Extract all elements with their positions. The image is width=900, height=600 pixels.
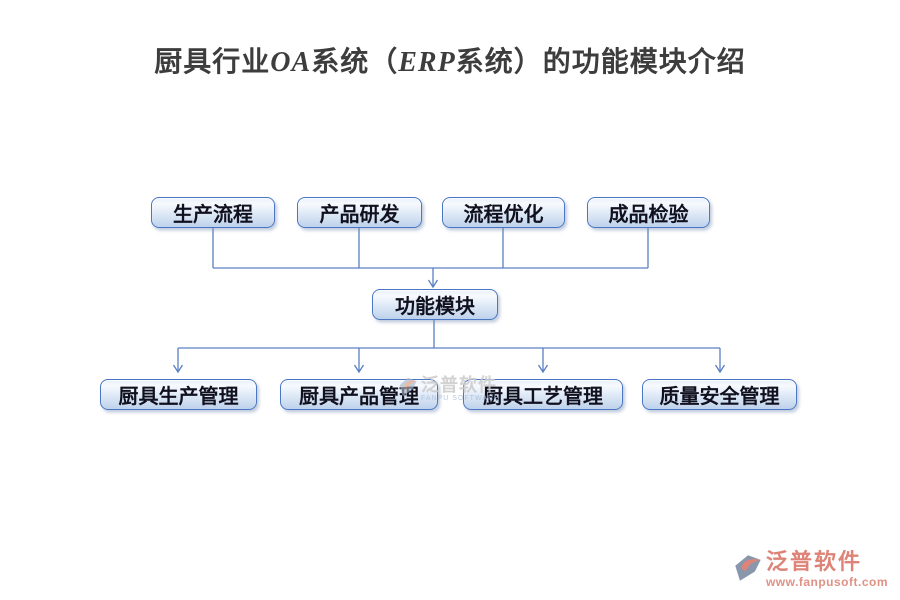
title-segment: 系统）的功能模块介绍 <box>455 47 746 78</box>
node-label: 厨具工艺管理 <box>483 386 603 408</box>
watermark-brand: 泛普软件 <box>421 375 497 395</box>
page-title: 厨具行业OA系统（ERP系统）的功能模块介绍 <box>0 40 900 80</box>
node-finished-inspection: 成品检验 <box>587 197 710 228</box>
fanpu-logo-icon <box>399 377 417 397</box>
node-product-rd: 产品研发 <box>297 197 422 228</box>
node-label: 厨具生产管理 <box>118 386 239 408</box>
node-label: 厨具产品管理 <box>299 386 419 408</box>
node-label: 功能模块 <box>395 296 475 318</box>
node-process-optimization: 流程优化 <box>442 197 565 228</box>
node-label: 成品检验 <box>608 204 689 226</box>
node-kitchen-craft-mgmt: 厨具工艺管理 <box>463 379 623 410</box>
title-segment: ERP <box>398 47 456 78</box>
node-label: 生产流程 <box>173 204 253 226</box>
fanpu-logo-icon <box>735 555 761 581</box>
watermark: 泛普软件 FANPU SOFTWARE <box>397 376 500 402</box>
title-segment: 系统（ <box>311 47 399 78</box>
watermark-text: 泛普软件 FANPU SOFTWARE <box>421 376 500 402</box>
arrowhead <box>353 364 365 374</box>
footer-logo-url: www.fanpusoft.com <box>765 575 888 589</box>
node-kitchen-production-mgmt: 厨具生产管理 <box>100 379 257 410</box>
title-segment: 厨具行业 <box>154 47 271 78</box>
arrowhead <box>172 364 184 374</box>
node-quality-safety-mgmt: 质量安全管理 <box>642 379 797 410</box>
node-label: 产品研发 <box>319 204 400 226</box>
node-production-process: 生产流程 <box>151 197 275 228</box>
node-label: 质量安全管理 <box>659 386 780 408</box>
node-function-modules: 功能模块 <box>372 289 498 320</box>
node-kitchen-product-mgmt: 厨具产品管理 <box>280 379 438 410</box>
arrowhead <box>537 364 549 374</box>
watermark-subtitle: FANPU SOFTWARE <box>421 395 500 402</box>
footer-logo: 泛普软件 www.fanpusoft.com <box>733 551 888 588</box>
title-segment: OA <box>270 47 312 78</box>
arrowhead <box>427 279 439 289</box>
node-label: 流程优化 <box>463 204 544 226</box>
footer-logo-text: 泛普软件 www.fanpusoft.com <box>765 549 888 589</box>
arrowhead <box>714 364 726 374</box>
footer-logo-brand: 泛普软件 <box>765 549 862 574</box>
